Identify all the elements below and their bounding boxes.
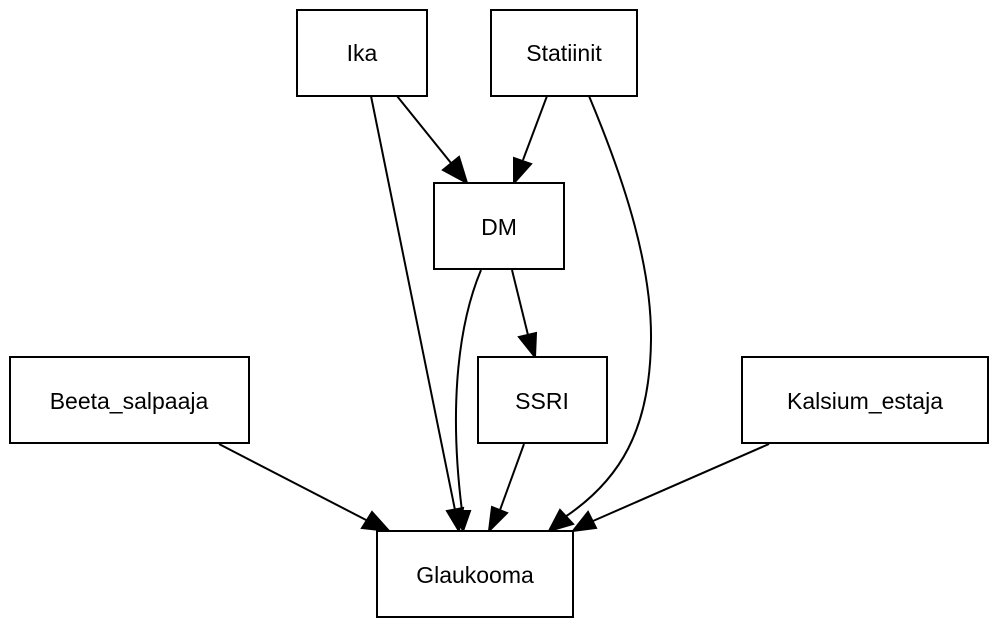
- edge-dm-glaukooma: [453, 269, 482, 534]
- node-dm: DM: [433, 182, 565, 270]
- node-label-ika: Ika: [347, 40, 378, 66]
- node-label-dm: DM: [481, 214, 517, 240]
- node-label-statiinit: Statiinit: [526, 40, 602, 66]
- node-label-glaukooma: Glaukooma: [416, 562, 534, 588]
- node-glaukooma: Glaukooma: [376, 530, 574, 618]
- edge-ika-dm: [396, 95, 469, 186]
- node-ssri: SSRI: [477, 356, 608, 444]
- node-label-beeta-salpaaja: Beeta_salpaaja: [50, 388, 209, 414]
- node-kalsium-estaja: Kalsium_estaja: [741, 356, 989, 444]
- edge-statiinit-glaukooma: [547, 95, 653, 533]
- edges: [218, 95, 770, 534]
- edge-kalsium-glaukooma: [570, 443, 770, 533]
- edge-dm-ssri: [511, 269, 538, 360]
- nodes: Ika Statiinit DM Beeta_salpaaja SSRI Kal…: [9, 9, 989, 618]
- edge-ssri-glaukooma: [487, 443, 525, 534]
- node-label-kalsium-estaja: Kalsium_estaja: [787, 388, 943, 414]
- node-statiinit: Statiinit: [490, 9, 638, 97]
- node-label-ssri: SSRI: [515, 388, 569, 414]
- edge-beeta-glaukooma: [218, 443, 392, 533]
- node-beeta-salpaaja: Beeta_salpaaja: [9, 356, 250, 444]
- node-ika: Ika: [296, 9, 428, 97]
- edge-statiinit-dm: [513, 95, 548, 186]
